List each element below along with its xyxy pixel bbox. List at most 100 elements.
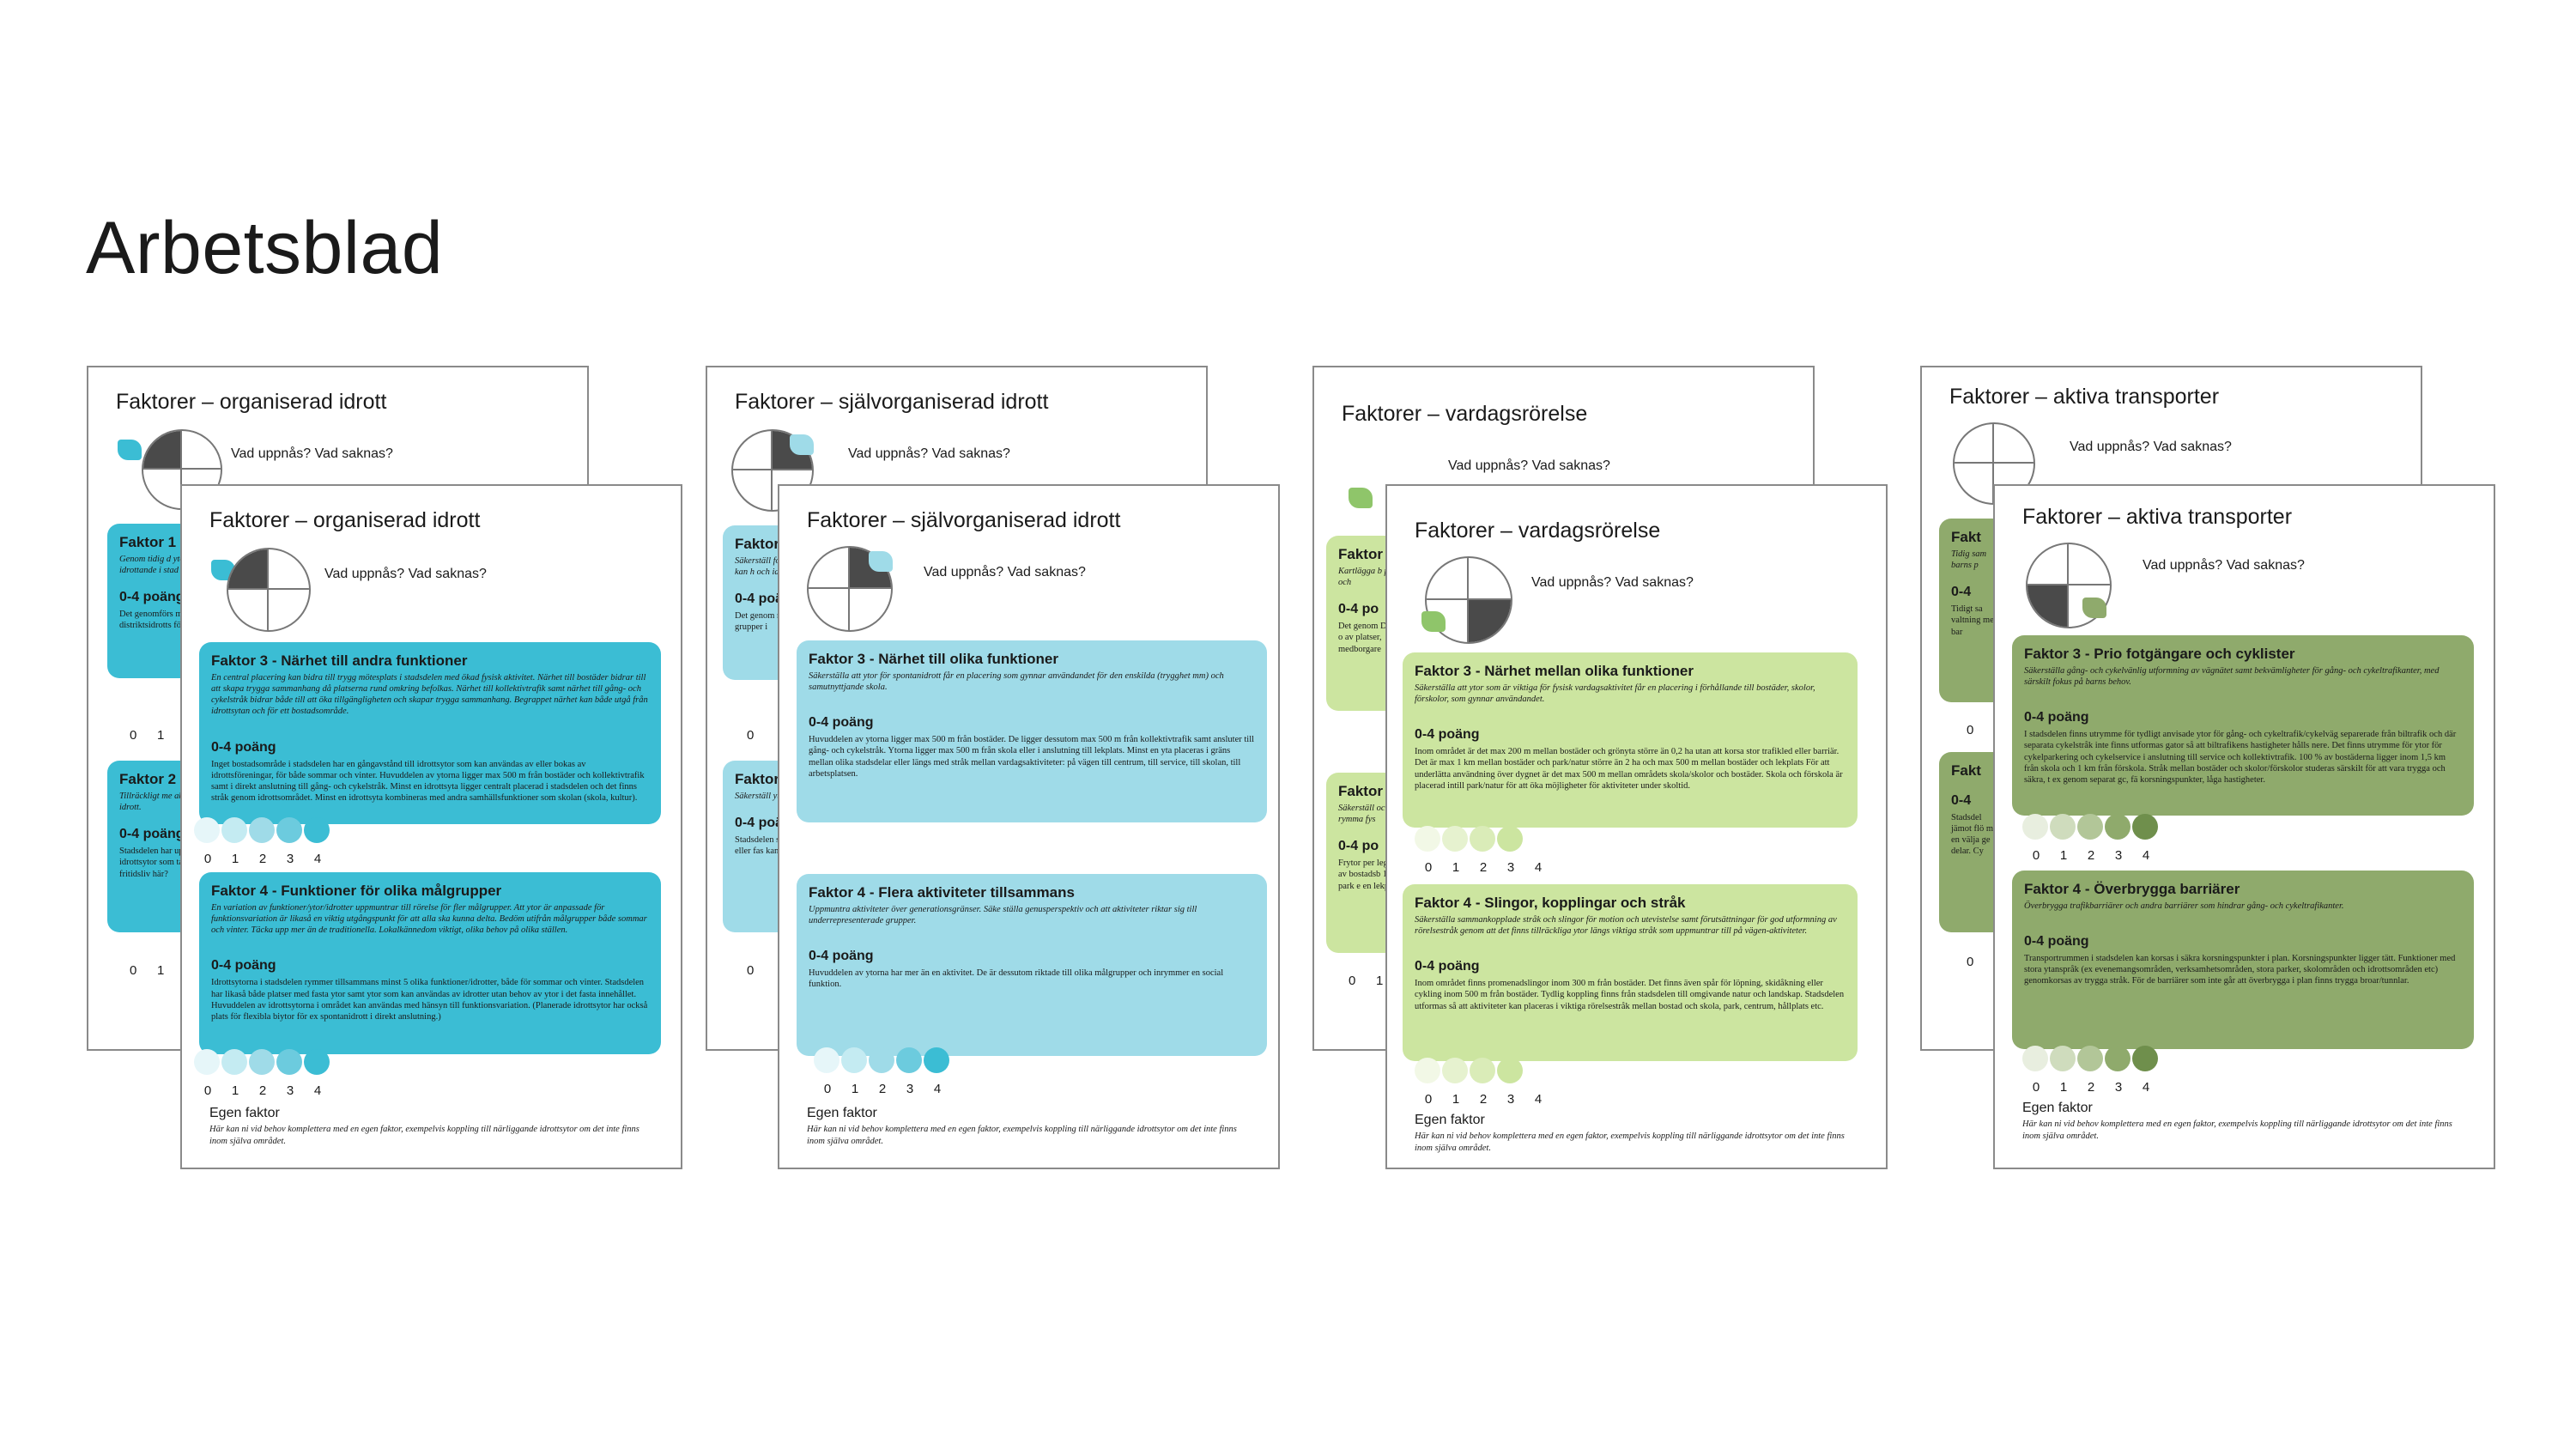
factor-3-points-label: 0-4 poäng: [1415, 727, 1480, 743]
factor-4-criteria: Idrottsytorna i stadsdelen rymmer tillsa…: [211, 978, 648, 1022]
score-dot-3[interactable]: [1497, 826, 1523, 852]
factor-1-points-label: 0-4 po: [1338, 602, 1379, 617]
factor-3-criteria: Inget bostadsområde i stadsdelen har en …: [211, 759, 645, 803]
scale-0: 0: [1424, 1092, 1433, 1107]
factor-2-criteria: Frytor per legårdar ha av bostadsb 15 % …: [1338, 858, 1417, 891]
scale-4: 4: [2142, 1080, 2150, 1095]
score-dot-0[interactable]: [1415, 1058, 1440, 1083]
score-dot-4[interactable]: [304, 817, 330, 843]
scale-0: 0: [203, 1083, 212, 1098]
score-dot-2[interactable]: [2077, 1046, 2103, 1071]
score-dot-1[interactable]: [841, 1047, 867, 1073]
factor-3-criteria: Inom området är det max 200 m mellan bos…: [1415, 747, 1843, 791]
score-dot-2[interactable]: [2077, 814, 2103, 840]
factor-4-title: Faktor 4 - Slingor, kopplingar och stråk: [1415, 895, 1686, 911]
factor-4-box: Faktor 4 - Funktioner för olika målgrupp…: [199, 872, 661, 1054]
factor-1-points-label: 0-4: [1951, 585, 1972, 600]
score-dot-0[interactable]: [194, 1049, 220, 1075]
score-dot-3[interactable]: [276, 817, 302, 843]
scale-4: 4: [313, 852, 322, 866]
score-dot-2[interactable]: [249, 817, 275, 843]
scale-4: 4: [933, 1082, 942, 1096]
score-dot-4[interactable]: [304, 1049, 330, 1075]
factor-4-points-label: 0-4 poäng: [1415, 959, 1480, 974]
score-dot-4[interactable]: [2132, 814, 2158, 840]
scale-2: 2: [2087, 1080, 2095, 1095]
factor-2-criteria: Stadsdel jämot flö med en välja ge delar…: [1951, 813, 2002, 857]
factor-3-points-label: 0-4 poäng: [809, 715, 874, 731]
scale-1: 1: [231, 852, 239, 866]
score-dot-0[interactable]: [2022, 814, 2048, 840]
factor-3-points-label: 0-4 poäng: [2024, 710, 2089, 725]
score-dot-3[interactable]: [2105, 814, 2131, 840]
factor-2-criteria: Stadsdelen samt som f eller fas kan anvä…: [735, 835, 816, 857]
worksheet-front-organiserad: Faktorer – organiserad idrott Vad uppnås…: [180, 484, 682, 1169]
scale-3: 3: [1506, 860, 1515, 875]
sheet-title: Faktorer – organiserad idrott: [116, 390, 387, 414]
scale-3: 3: [2114, 848, 2123, 863]
score-dot-1[interactable]: [1442, 1058, 1468, 1083]
sheet-title: Faktorer – aktiva transporter: [1949, 385, 2220, 409]
factor-2-title: Fakt: [1951, 762, 1981, 779]
question-text: Vad uppnås? Vad saknas?: [848, 446, 1010, 461]
factor-1-description: Genom tidig d ytor som planer idrottande…: [119, 555, 239, 576]
score-dot-3[interactable]: [2105, 1046, 2131, 1071]
sheet-title: Faktorer – självorganiserad idrott: [735, 390, 1049, 414]
scale-2: 2: [258, 852, 267, 866]
scale-0: 0: [2032, 848, 2040, 863]
scale-2: 2: [258, 1083, 267, 1098]
question-text: Vad uppnås? Vad saknas?: [924, 565, 1086, 579]
factor-4-criteria: Transportrummen i stadsdelen kan korsas …: [2024, 954, 2456, 986]
score-dot-1[interactable]: [221, 817, 247, 843]
scale-2: 2: [1479, 1092, 1488, 1107]
score-dot-1[interactable]: [2050, 1046, 2076, 1071]
factor-3-title: Faktor 3 - Prio fotgängare och cyklister: [2024, 646, 2295, 662]
sheet-title: Faktorer – organiserad idrott: [209, 508, 481, 532]
score-dot-0[interactable]: [2022, 1046, 2048, 1071]
own-factor-title: Egen faktor: [209, 1106, 280, 1120]
factor-1-criteria: Det genomförs målet i kommu distriktsidr…: [119, 610, 230, 631]
factor-3-box: Faktor 3 - Närhet till olika funktioner …: [797, 640, 1267, 822]
score-dot-2[interactable]: [869, 1047, 894, 1073]
own-factor-title: Egen faktor: [2022, 1101, 2093, 1115]
score-dot-2[interactable]: [1470, 1058, 1495, 1083]
factor-2-criteria: Stadsdelen har upptagningsom idrottsytor…: [119, 846, 230, 879]
factor-2-title: Faktor 2 -: [119, 771, 185, 787]
scale-0: 0: [1967, 955, 1974, 969]
question-text: Vad uppnås? Vad saknas?: [231, 446, 393, 461]
score-dot-3[interactable]: [276, 1049, 302, 1075]
score-dot-1[interactable]: [221, 1049, 247, 1075]
score-dot-1[interactable]: [2050, 814, 2076, 840]
scale-3: 3: [286, 852, 294, 866]
factor-1-title: Faktor: [735, 536, 779, 552]
factor-3-title: Faktor 3 - Närhet till andra funktioner: [211, 652, 468, 669]
score-dot-4[interactable]: [924, 1047, 949, 1073]
factor-3-box: Faktor 3 - Närhet mellan olika funktione…: [1403, 652, 1858, 828]
factor-4-points-label: 0-4 poäng: [809, 949, 874, 964]
question-text: Vad uppnås? Vad saknas?: [1448, 458, 1610, 473]
score-dot-2[interactable]: [249, 1049, 275, 1075]
scale-0: 0: [747, 728, 755, 743]
own-factor-title: Egen faktor: [1415, 1113, 1485, 1127]
scale-0: 0: [130, 963, 137, 978]
worksheet-front-aktiva: Faktorer – aktiva transporter Vad uppnås…: [1993, 484, 2495, 1169]
score-dot-3[interactable]: [1497, 1058, 1523, 1083]
sheet-title: Faktorer – vardagsrörelse: [1415, 519, 1661, 543]
score-dot-4[interactable]: [2132, 1046, 2158, 1071]
score-dot-3[interactable]: [896, 1047, 922, 1073]
score-dot-0[interactable]: [1415, 826, 1440, 852]
page-title: Arbetsblad: [86, 207, 444, 289]
scale-1: 1: [1452, 860, 1460, 875]
factor-1-criteria: Det genom Det finns o av platser, medbor…: [1338, 622, 1414, 654]
scale-0: 0: [2032, 1080, 2040, 1095]
factor-4-description: Uppmuntra aktiviteter över generationsgr…: [809, 905, 1197, 926]
factor-1-description: Kartlägga b platser och: [1338, 567, 1409, 588]
score-dot-2[interactable]: [1470, 826, 1495, 852]
scale-1: 1: [1452, 1092, 1460, 1107]
score-dot-0[interactable]: [194, 817, 220, 843]
score-dot-1[interactable]: [1442, 826, 1468, 852]
factor-2-description: Säkerställ och att till rymma fys: [1338, 804, 1414, 825]
factor-4-criteria: Huvuddelen av ytorna har mer än en aktiv…: [809, 968, 1224, 990]
score-dot-0[interactable]: [814, 1047, 839, 1073]
factor-4-description: En variation av funktioner/ytor/idrotter…: [211, 903, 647, 936]
